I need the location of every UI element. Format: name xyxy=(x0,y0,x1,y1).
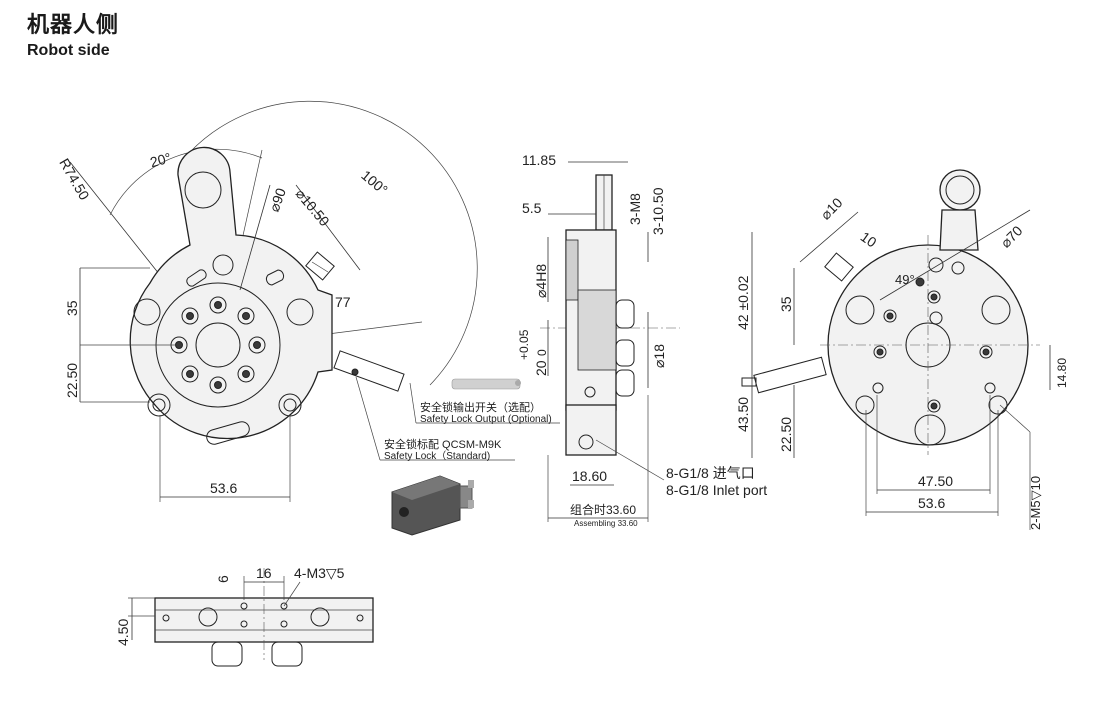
dim-22-50-label: 22.50 xyxy=(64,363,80,398)
tol-plus-label: +0.05 xyxy=(517,329,531,360)
center-bore xyxy=(195,322,241,368)
dim-5-5-label: 5.5 xyxy=(522,200,542,216)
arc-20-dimension xyxy=(109,148,263,216)
radius-label: R74.50 xyxy=(56,156,93,203)
back-fitting-icon xyxy=(824,252,854,282)
dim-53-6-label: 53.6 xyxy=(210,480,237,496)
dim-14-80-label: 14.80 xyxy=(1055,358,1069,388)
dim-16-label: 16 xyxy=(256,565,272,581)
dim-3-10-50-label: 3-10.50 xyxy=(650,187,666,235)
inlet-cn-label: 8-G1/8 进气口 xyxy=(666,465,755,481)
assembling-en-label: Assembling 33.60 xyxy=(574,519,638,528)
dim-42-label: 42 ±0.02 xyxy=(735,275,751,330)
lower-slot xyxy=(206,421,250,445)
dim-6-label: 6 xyxy=(215,575,231,583)
dia-4h8-label: ⌀4H8 xyxy=(533,264,549,298)
arc-100-dimension xyxy=(189,100,478,386)
angle-49-label: 49° xyxy=(895,272,915,287)
dim-47-50-label: 47.50 xyxy=(918,473,953,489)
back-view xyxy=(741,169,1051,530)
back-dim-35-label: 35 xyxy=(778,296,794,312)
dia-10-50-label: ⌀10.50 xyxy=(293,186,333,230)
dim-35-label: 35 xyxy=(64,300,80,316)
safety-lock-standard-cn: 安全锁标配 QCSM-M9K xyxy=(384,437,502,451)
side-view xyxy=(540,161,680,522)
page-title-en: Robot side xyxy=(27,42,110,59)
dia-90-label: ⌀90 xyxy=(266,186,289,214)
dim-4-50-label: 4.50 xyxy=(115,619,131,646)
assembling-cn-label: 组合时33.60 xyxy=(570,502,636,517)
page-title-cn: 机器人侧 xyxy=(27,13,120,38)
m5-label: 2-M5▽10 xyxy=(1028,476,1043,530)
safety-lock-standard-en: Safety Lock（Standard) xyxy=(384,450,490,462)
angle-20-label: 20° xyxy=(148,149,173,170)
tol-zero-label: 0 xyxy=(535,349,549,356)
safety-lock-output-image xyxy=(451,378,521,390)
inlet-en-label: 8-G1/8 Inlet port xyxy=(666,482,767,498)
safety-lock-side-icon xyxy=(333,350,405,392)
m3-label: 4-M3▽5 xyxy=(294,565,345,581)
back-dim-22-50-label: 22.50 xyxy=(778,417,794,452)
back-lug-hole xyxy=(945,175,975,205)
sensor-fitting-icon xyxy=(305,251,335,281)
m8-label: 3-M8 xyxy=(627,193,643,225)
dim-20-label: 20 xyxy=(533,360,549,376)
bottom-view xyxy=(128,568,374,667)
outer-hole xyxy=(133,298,161,326)
front-body-outline xyxy=(129,146,333,440)
dia-18-label: ⌀18 xyxy=(651,344,667,368)
front-view xyxy=(69,100,478,502)
back-dia-10-label: ⌀10 xyxy=(817,194,845,222)
top-lug-hole xyxy=(184,171,222,209)
safety-lock-standard-image xyxy=(391,475,474,536)
dim-11-85-label: 11.85 xyxy=(522,152,556,168)
side-fittings xyxy=(615,299,635,397)
back-dim-53-6-label: 53.6 xyxy=(918,495,945,511)
angle-100-label: 100° xyxy=(358,167,390,198)
dim-18-60-label: 18.60 xyxy=(572,468,607,484)
dim-77-label: 77 xyxy=(335,294,351,310)
safety-lock-output-cn: 安全锁输出开关（选配） xyxy=(420,400,541,414)
back-safety-lock-icon xyxy=(741,356,827,394)
safety-lock-output-en: Safety Lock Output (Optional) xyxy=(420,414,552,425)
dim-43-50-label: 43.50 xyxy=(735,397,751,432)
port-ring xyxy=(170,296,266,394)
back-dim-10-label: 10 xyxy=(858,228,880,250)
back-dia-70-label: ⌀70 xyxy=(997,222,1025,250)
